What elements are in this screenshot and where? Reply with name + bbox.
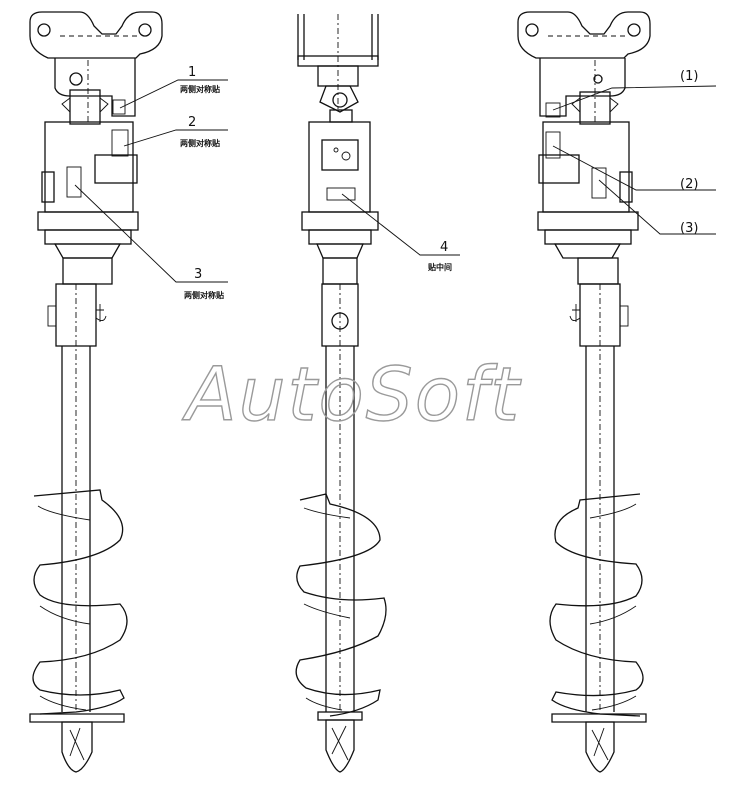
pin-hole: [138, 23, 152, 37]
gearbox-neck: [53, 243, 122, 259]
decal-4: [326, 187, 356, 201]
callout-2: 2: [188, 115, 196, 130]
pin-hole: [525, 23, 539, 37]
decal-1: [112, 99, 126, 115]
motor-port-plate: [321, 139, 359, 171]
decal-r3: [591, 167, 607, 199]
callout-4: 4: [440, 240, 448, 255]
callout-r2: (2): [680, 177, 698, 192]
leader-r3: [598, 179, 716, 235]
leader-4: [341, 193, 460, 256]
output-shaft: [62, 257, 113, 285]
hanger-hole: [593, 74, 603, 84]
side-block: [538, 154, 580, 184]
auger-flight: [32, 489, 128, 715]
hanger-hole: [69, 72, 83, 86]
joint-yoke: [319, 85, 359, 113]
motor-body: [308, 121, 371, 213]
joint-ears: [61, 97, 109, 114]
auger-flight: [549, 493, 644, 717]
flight-back-edge: [303, 507, 351, 711]
flight-back-edge: [37, 505, 91, 711]
flange-lower: [544, 229, 632, 245]
lock-pin: [569, 304, 581, 322]
mount-bracket: [29, 11, 163, 59]
leader-1: [119, 79, 228, 109]
tip-flute: [331, 725, 349, 761]
side-block: [94, 154, 138, 184]
output-shaft: [322, 257, 358, 285]
flange: [37, 211, 139, 231]
gearbox-neck: [553, 243, 622, 259]
side-port: [41, 171, 55, 203]
coupler-pin: [619, 305, 629, 327]
drill-tip: [585, 721, 615, 773]
flange: [537, 211, 639, 231]
motor-body: [542, 121, 630, 213]
flight-back-edge: [589, 503, 637, 711]
drill-tip: [325, 719, 355, 773]
middle-auger-view: 4 贴中间: [295, 14, 460, 773]
callout-3-note: 两侧对称贴: [184, 290, 224, 300]
joint-pin: [332, 92, 348, 108]
auger-base: [317, 711, 363, 721]
callout-r3: (3): [680, 221, 698, 236]
decal-r1: [545, 102, 561, 118]
port-hole: [341, 151, 351, 161]
leader-r1: [552, 85, 717, 111]
coupler-pin: [47, 305, 57, 327]
pin-hole: [37, 23, 51, 37]
decal-r2: [545, 131, 561, 159]
flange: [301, 211, 379, 231]
output-shaft: [577, 257, 619, 285]
callout-4-note: 贴中间: [428, 262, 452, 272]
flange-lower: [308, 229, 372, 245]
tip-flute: [69, 727, 85, 761]
auger-flight: [295, 493, 387, 717]
leader-3: [74, 184, 228, 283]
auger-base: [551, 713, 647, 723]
decal-2: [111, 129, 129, 157]
right-auger-view: (1) (2) (3): [517, 11, 717, 773]
auger-base: [29, 713, 125, 723]
drill-tip: [61, 721, 93, 773]
port-hole: [333, 147, 339, 153]
flange-lower: [44, 229, 132, 245]
callout-r1: (1): [680, 69, 698, 84]
leader-2: [123, 129, 228, 147]
gearbox-neck: [316, 243, 364, 259]
callout-1: 1: [188, 65, 196, 80]
tip-flute: [591, 727, 609, 761]
left-auger-view: 1 两侧对称贴 2 两侧对称贴 3 两侧对称贴: [29, 11, 228, 773]
callout-3: 3: [194, 267, 202, 282]
callout-2-note: 两侧对称贴: [180, 138, 220, 148]
side-port: [619, 171, 633, 203]
universal-joint: [69, 89, 101, 125]
lock-pin: [95, 304, 107, 322]
watermark: AutoSoft: [182, 352, 522, 438]
hanger-plate: [54, 58, 136, 117]
bracket-arms: [297, 14, 379, 60]
leader-r2: [552, 145, 716, 191]
mount-bracket: [517, 11, 651, 59]
hanger-plate: [539, 58, 626, 117]
callout-1-note: 两侧对称贴: [180, 84, 220, 94]
pin-hole: [627, 23, 641, 37]
decal-3: [66, 166, 82, 198]
